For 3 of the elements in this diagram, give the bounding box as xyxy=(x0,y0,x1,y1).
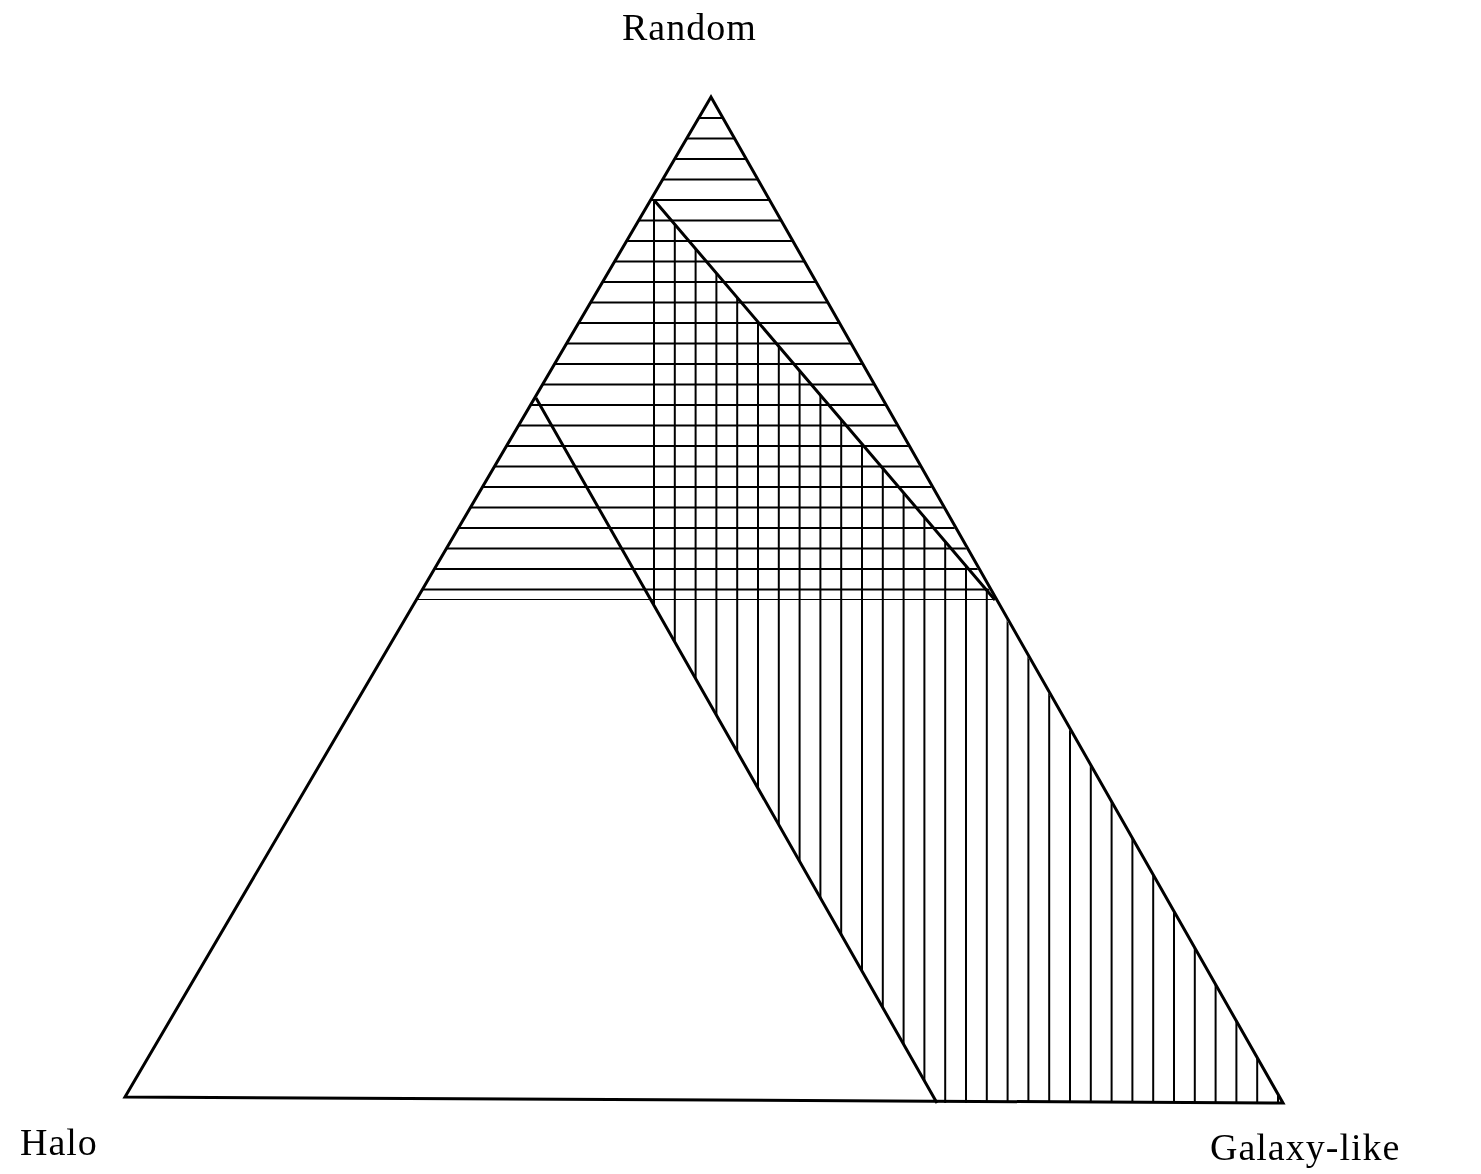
axis-label: Halo xyxy=(20,1120,98,1164)
axis-label: Random xyxy=(622,5,757,49)
axis-label: Galaxy-like xyxy=(1210,1125,1401,1169)
